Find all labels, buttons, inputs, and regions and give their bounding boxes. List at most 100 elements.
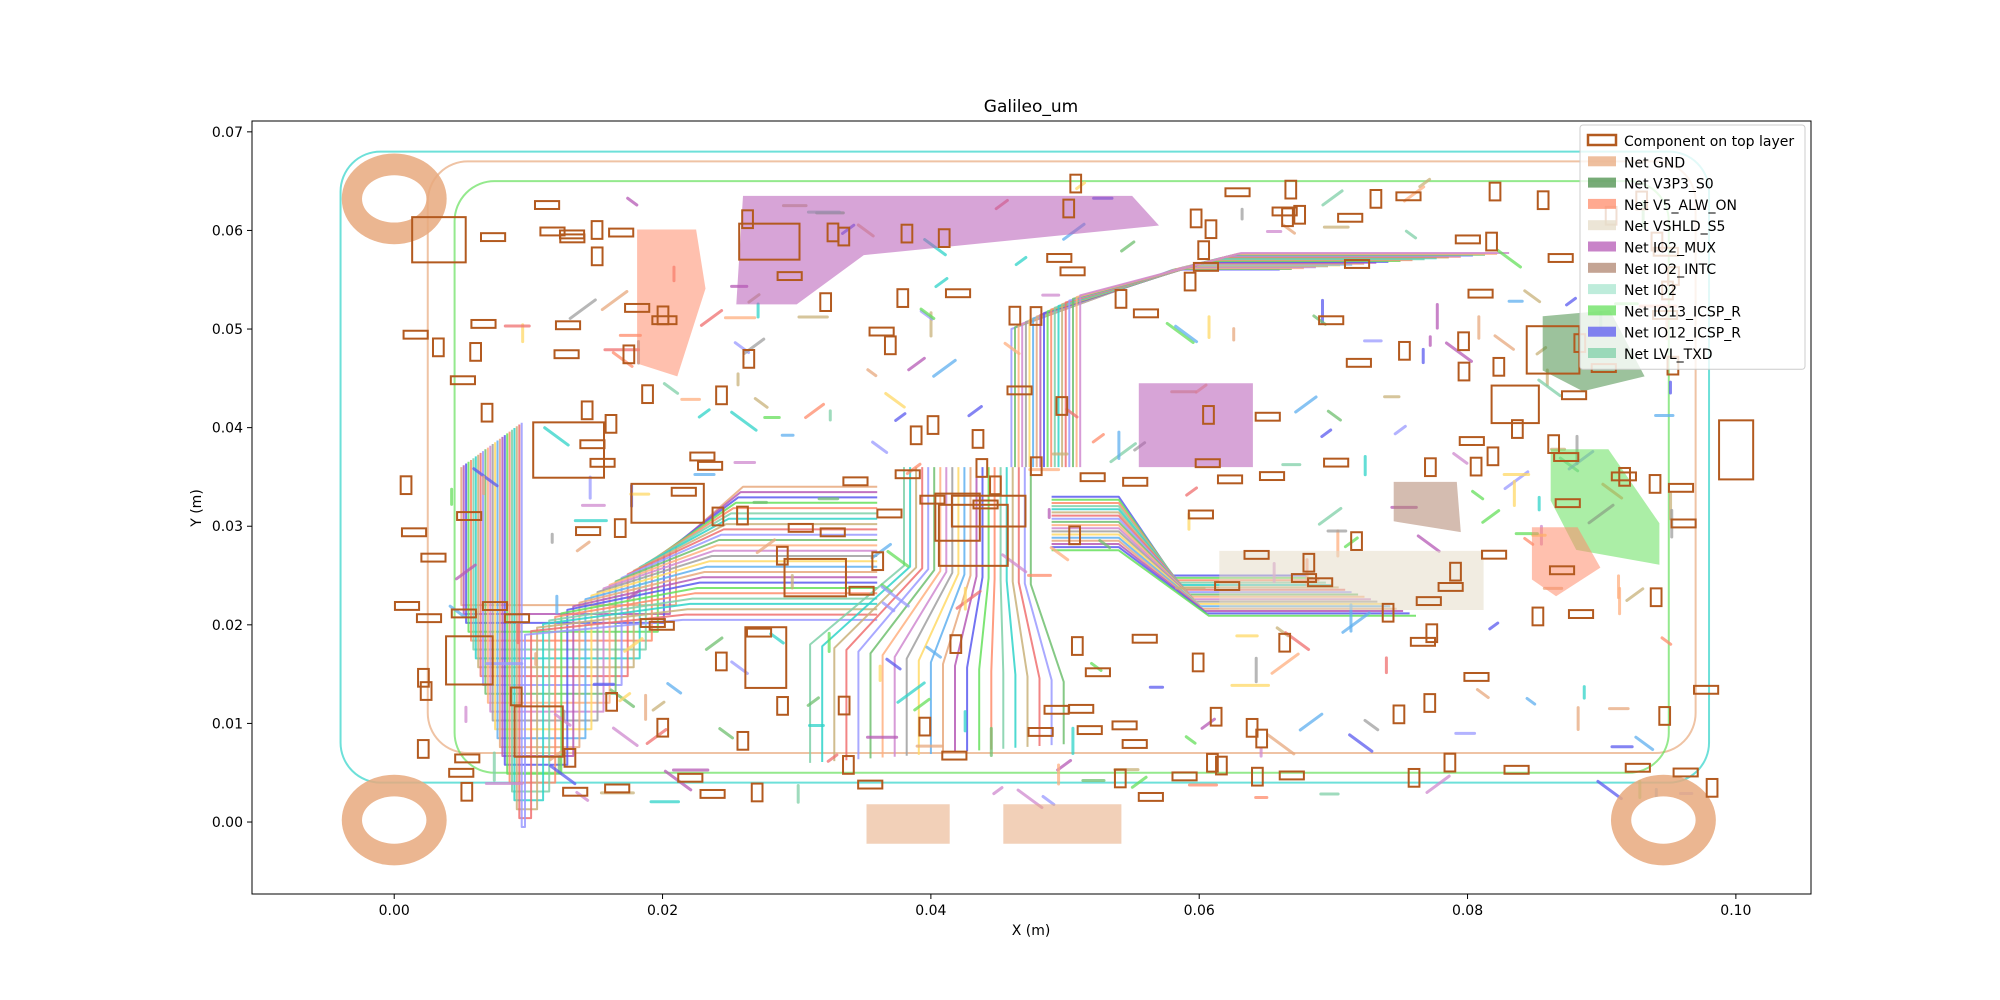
component-outline: [1027, 727, 1054, 737]
y-tick-label: 0.01: [212, 716, 243, 732]
trace-stub: [1130, 775, 1148, 789]
trace: [954, 467, 978, 753]
legend-swatch: [1588, 177, 1616, 188]
component-outline: [937, 503, 1009, 567]
trace: [498, 438, 878, 749]
trace-stub: [826, 753, 839, 763]
component-outline: [1443, 752, 1457, 773]
legend-label: Net VSHLD_S5: [1624, 219, 1725, 235]
component-outline: [1132, 308, 1160, 319]
component-outline: [1458, 436, 1485, 446]
component-outline: [1171, 771, 1198, 782]
legend-swatch: [1588, 241, 1616, 252]
component-outline: [1070, 636, 1084, 656]
trace-stub: [1298, 712, 1324, 732]
component-outline: [1245, 717, 1259, 738]
component-outline: [1323, 457, 1350, 468]
component-outline: [622, 344, 636, 365]
component-outline: [651, 315, 678, 326]
trace-stub: [575, 540, 591, 553]
component-outline: [868, 326, 895, 337]
component-outline: [639, 618, 666, 628]
component-outline: [949, 634, 963, 654]
component-outline: [416, 739, 430, 759]
component-outline: [1437, 582, 1464, 592]
component-outline: [1531, 606, 1545, 627]
trace: [929, 467, 966, 754]
legend-swatch: [1588, 326, 1616, 337]
component-outline: [1463, 671, 1490, 682]
trace-stub: [881, 601, 896, 613]
legend-label: Net GND: [1624, 155, 1685, 171]
component-outline: [1492, 356, 1506, 377]
y-axis: 0.000.010.020.030.040.050.060.07: [212, 125, 252, 831]
component-outline: [736, 505, 749, 526]
component-outline: [1043, 704, 1070, 715]
trace: [503, 435, 878, 766]
component-outline: [1084, 667, 1111, 678]
trace: [453, 180, 1670, 774]
trace-stub: [742, 337, 766, 356]
component-outline: [1122, 476, 1149, 487]
component-outline: [1062, 198, 1076, 219]
legend-swatch: [1586, 133, 1618, 147]
copper-pour: [866, 804, 950, 844]
trace: [474, 456, 878, 660]
copper-pour: [1138, 383, 1253, 468]
component-outline: [971, 429, 985, 449]
component-layer: [393, 173, 1755, 803]
mounting-hole: [362, 175, 427, 223]
component-outline: [738, 222, 801, 261]
component-outline: [1284, 179, 1298, 200]
trace-stub: [885, 657, 902, 671]
component-outline: [532, 421, 606, 479]
component-outline: [1068, 703, 1095, 714]
component-outline: [1192, 261, 1220, 272]
trace: [426, 160, 1697, 755]
component-outline: [1567, 609, 1595, 619]
component-outline: [563, 747, 577, 768]
component-outline: [1202, 405, 1215, 425]
trace-stub: [1014, 255, 1028, 267]
trace: [501, 436, 878, 757]
component-outline: [714, 651, 728, 672]
component-outline: [590, 246, 604, 267]
component-outline: [1191, 652, 1205, 673]
component-outline: [1554, 498, 1581, 509]
component-outline: [1343, 259, 1371, 269]
component-outline: [431, 337, 445, 358]
trace-stub: [1165, 321, 1195, 344]
component-outline: [934, 492, 981, 542]
trace-stub: [896, 681, 926, 704]
component-outline: [1254, 411, 1281, 422]
component-outline: [1670, 518, 1697, 529]
trace-stub: [1523, 289, 1542, 304]
trace: [893, 467, 948, 757]
trace-stub: [1049, 546, 1070, 562]
x-tick-label: 0.06: [1184, 903, 1215, 919]
component-outline: [1457, 331, 1470, 352]
component-outline: [513, 705, 564, 758]
trace-stub: [753, 397, 769, 409]
legend-label: Net V5_ALW_ON: [1624, 198, 1737, 214]
component-outline: [417, 667, 430, 688]
component-outline: [624, 302, 651, 313]
component-outline: [1251, 766, 1264, 787]
component-outline: [503, 613, 531, 624]
component-outline: [579, 439, 606, 450]
component-outline: [842, 755, 855, 775]
trace-stub: [1184, 735, 1197, 745]
component-outline: [589, 457, 616, 468]
component-outline: [1649, 587, 1663, 608]
component-outline: [1114, 289, 1128, 309]
component-outline: [894, 469, 921, 480]
trace-stub: [623, 637, 644, 653]
component-outline: [1055, 396, 1069, 416]
component-outline: [1398, 340, 1411, 361]
trace-stub: [1120, 240, 1136, 253]
trace-stub: [1625, 587, 1645, 602]
component-outline: [1423, 693, 1437, 713]
trace-stub: [1109, 442, 1137, 464]
trace-stub: [1488, 621, 1500, 631]
